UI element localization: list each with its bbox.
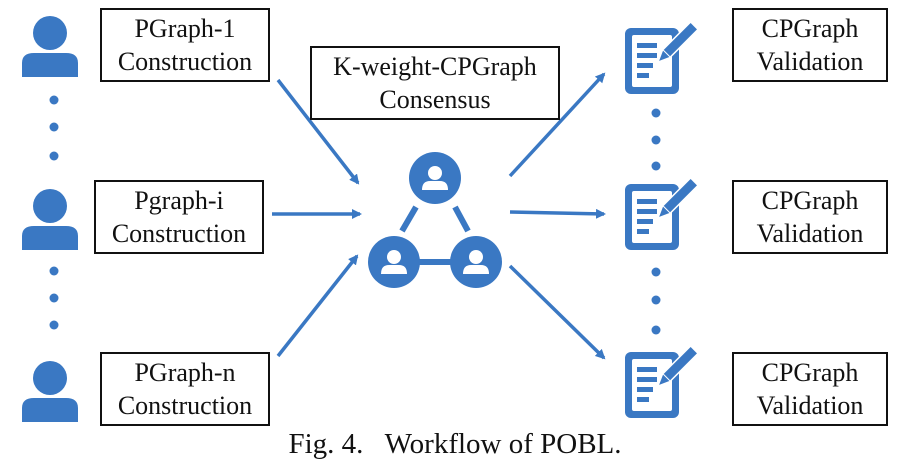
group-consensus-icon (368, 152, 502, 288)
pgraph-i-box: Pgraph-i Construction (94, 180, 264, 254)
consensus-box: K-weight-CPGraph Consensus (310, 46, 560, 120)
validation-box-1: CPGraph Validation (732, 8, 888, 82)
box-line: CPGraph (761, 186, 859, 215)
document-edit-icon (625, 20, 700, 94)
box-line: Consensus (379, 85, 491, 114)
right-dots (651, 108, 661, 335)
arrow-consensus-to-validation-2 (509, 208, 606, 219)
box-line: Pgraph-i (134, 186, 224, 215)
figure-caption: Fig. 4. Workflow of POBL. (0, 428, 910, 461)
box-line: CPGraph (761, 358, 859, 387)
output-arrows (508, 72, 606, 360)
box-line: Validation (756, 219, 864, 248)
arrow-pgraph-n-to-consensus (276, 254, 359, 358)
caption-text: Workflow of POBL. (384, 428, 622, 460)
user-icon (22, 16, 78, 77)
box-line: PGraph-1 (134, 14, 236, 43)
box-line: PGraph-n (134, 358, 236, 387)
input-arrows (272, 78, 362, 358)
arrow-consensus-to-validation-1 (508, 72, 606, 178)
user-icon (22, 189, 78, 250)
caption-label: Fig. 4. (288, 428, 364, 460)
box-line: Validation (756, 391, 864, 420)
pgraph-n-box: PGraph-n Construction (100, 352, 270, 426)
box-line: CPGraph (761, 14, 859, 43)
box-line: Construction (117, 391, 253, 420)
pgraph-1-box: PGraph-1 Construction (100, 8, 270, 82)
box-line: K-weight-CPGraph (333, 52, 537, 81)
document-edit-icon (625, 344, 700, 418)
left-dots (49, 95, 59, 330)
validation-box-3: CPGraph Validation (732, 352, 888, 426)
arrow-consensus-to-validation-3 (508, 264, 606, 360)
document-edit-icon (625, 176, 700, 250)
box-line: Construction (117, 47, 253, 76)
box-line: Construction (111, 219, 247, 248)
box-line: Validation (756, 47, 864, 76)
user-icon (22, 361, 78, 422)
arrow-pgraph-1-to-consensus (276, 78, 360, 185)
validation-box-2: CPGraph Validation (732, 180, 888, 254)
